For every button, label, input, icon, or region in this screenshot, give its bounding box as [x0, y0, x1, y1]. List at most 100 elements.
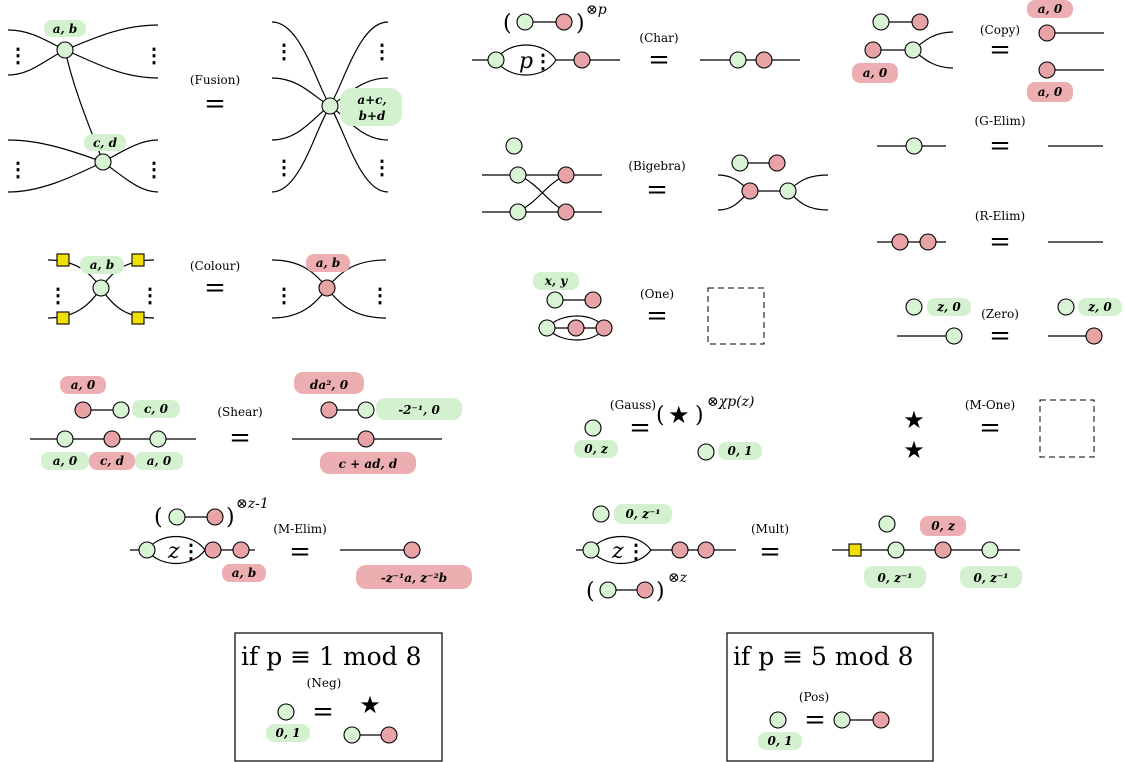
- rule-label: (Bigebra): [628, 159, 685, 173]
- green-spider: [1057, 298, 1075, 316]
- rule-colour: ⋮ ⋮ a, b (Colour) = ⋮ ⋮ a, b: [47, 253, 390, 325]
- rule-label: (Fusion): [190, 73, 240, 87]
- phase-label: 0, z: [931, 519, 956, 533]
- star-scalar: ★: [903, 406, 925, 434]
- green-spider: [112, 401, 130, 419]
- red-spider: [1038, 24, 1056, 42]
- phase-pill: [1078, 298, 1122, 316]
- phase-label: z, 0: [1087, 300, 1112, 314]
- equals-sign: =: [312, 697, 334, 727]
- ellipsis-dots: ⋮: [372, 39, 392, 63]
- phase-label: c, d: [93, 136, 118, 150]
- red-spider: [891, 233, 909, 251]
- ellipsis-dots: ⋮: [181, 539, 201, 563]
- rule-one: x, y (One) =: [533, 272, 765, 345]
- green-spider: [138, 541, 156, 559]
- green-spider: [905, 298, 923, 316]
- hadamard-box: [131, 311, 145, 325]
- green-spider: [945, 327, 963, 345]
- red-spider: [232, 541, 250, 559]
- phase-pill: [84, 134, 126, 151]
- green-spider: [94, 153, 112, 171]
- rule-label: (Neg): [307, 676, 342, 690]
- phase-label: z, 0: [936, 300, 961, 314]
- paren-close: ): [226, 505, 235, 530]
- phase-label: 0, 1: [767, 734, 792, 748]
- red-spider: [768, 154, 786, 172]
- phase-pill: [960, 566, 1022, 588]
- equals-sign: =: [989, 321, 1011, 351]
- phase-pill: [41, 452, 89, 470]
- phase-label: a, b: [316, 256, 341, 270]
- phase-label: c + ad, d: [339, 457, 398, 471]
- phase-label: c, d: [100, 454, 125, 468]
- rule-label: (Colour): [190, 259, 240, 273]
- ellipsis-dots: ⋮: [8, 157, 28, 181]
- phase-label: a, 0: [53, 454, 78, 468]
- phase-pill: [320, 452, 416, 474]
- phase-label: a, 0: [71, 378, 96, 392]
- wire: [271, 77, 331, 107]
- green-spider: [779, 182, 797, 200]
- phase-label: a, 0: [147, 454, 172, 468]
- green-spider: [546, 291, 564, 309]
- green-spider: [904, 41, 922, 59]
- rule-shear: a, 0 c, 0 a, 0 c, d a, 0 (Shear) = da², …: [30, 372, 462, 474]
- wire: [329, 105, 389, 193]
- phase-pill: [135, 452, 183, 470]
- hadamard-box: [56, 311, 70, 325]
- phase-pill: [60, 376, 106, 394]
- phase-pill: [80, 256, 124, 274]
- red-spider: [911, 13, 929, 31]
- red-spider: [204, 541, 222, 559]
- rule-copy: a, 0 (Copy) = a, 0 a, 0: [852, 0, 1104, 102]
- phase-label: a, 0: [1038, 2, 1063, 16]
- equals-sign: =: [229, 423, 251, 453]
- red-spider: [1085, 327, 1103, 345]
- equals-sign: =: [204, 273, 226, 303]
- phase-pill: [574, 440, 618, 458]
- green-spider: [729, 51, 747, 69]
- phase-pill: [718, 442, 762, 460]
- wire: [271, 105, 331, 193]
- phase-label: x, y: [544, 274, 569, 288]
- hadamard-box: [56, 253, 70, 267]
- red-spider: [567, 319, 585, 337]
- phase-pill: [1027, 0, 1073, 18]
- wire: [271, 21, 331, 107]
- green-spider: [538, 319, 556, 337]
- ellipsis-dots: ⋮: [144, 43, 164, 67]
- phase-pill: [614, 504, 672, 524]
- ellipsis-dots: ⋮: [140, 283, 160, 307]
- phase-pill: [533, 272, 579, 290]
- phase-pill: [920, 516, 966, 536]
- phase-label: 0, 1: [727, 444, 752, 458]
- green-spider: [509, 203, 527, 221]
- rule-r-elim: (R-Elim) =: [877, 209, 1103, 257]
- empty-diagram: [707, 287, 765, 345]
- phase-pill: [222, 564, 266, 582]
- red-spider: [671, 541, 689, 559]
- ellipsis-dots: ⋮: [533, 49, 553, 73]
- red-spider: [103, 430, 121, 448]
- rule-m-one: ★ ★ (M-One) =: [903, 398, 1095, 464]
- rule-label: (Mult): [751, 522, 789, 536]
- green-spider: [505, 137, 523, 155]
- ellipsis-dots: ⋮: [144, 157, 164, 181]
- red-spider: [74, 401, 92, 419]
- green-spider: [769, 711, 787, 729]
- red-spider: [403, 541, 421, 559]
- condition-box: [726, 632, 934, 762]
- phase-pill: [44, 20, 86, 37]
- green-spider: [905, 137, 923, 155]
- rule-g-elim: (G-Elim) =: [877, 114, 1103, 161]
- phase-label: a+c,: [357, 93, 386, 107]
- phase-label: -2⁻¹, 0: [398, 403, 440, 417]
- phase-pill: [356, 565, 472, 589]
- condition-text: if p ≡ 1 mod 8: [241, 642, 422, 671]
- phase-label: a, 0: [863, 66, 888, 80]
- green-spider: [599, 581, 617, 599]
- power-label: ⊗z-1: [236, 496, 269, 512]
- star-scalar: ★: [903, 436, 925, 464]
